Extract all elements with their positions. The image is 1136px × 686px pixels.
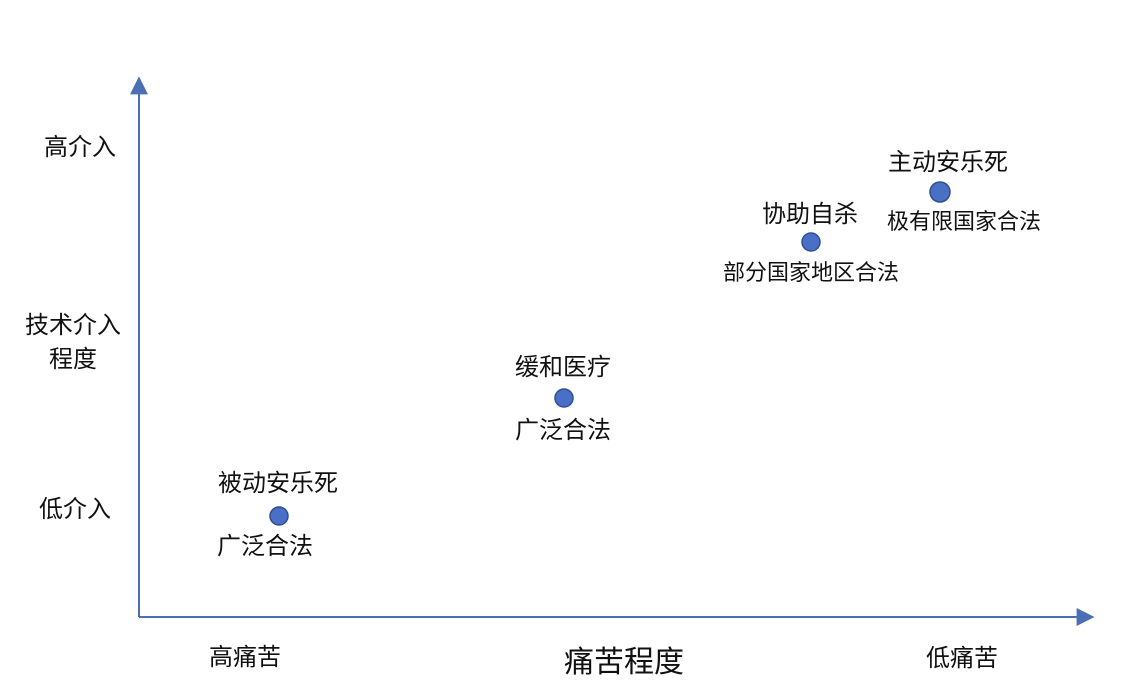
y-axis-title-line2: 程度 [49,345,97,373]
point-status-active-euthanasia: 极有限国家合法 [886,210,1042,235]
y-axis-title: 技术介入 程度 [25,308,121,376]
point-status-assisted-suicide: 部分国家地区合法 [722,261,900,286]
y-axis-title-line1: 技术介入 [25,311,121,339]
point-label-assisted-suicide: 协助自杀 [762,200,858,228]
x-tick-left: 高痛苦 [209,643,281,671]
point-passive-euthanasia [269,506,289,526]
x-axis-title: 痛苦程度 [564,645,684,680]
point-active-euthanasia [929,181,951,203]
point-status-palliative-care: 广泛合法 [515,416,611,444]
point-label-passive-euthanasia: 被动安乐死 [218,469,338,497]
point-palliative-care [554,388,574,408]
point-label-palliative-care: 缓和医疗 [515,353,611,381]
point-label-active-euthanasia: 主动安乐死 [888,148,1008,176]
point-assisted-suicide [801,232,821,252]
y-tick-high: 高介入 [44,133,116,161]
y-tick-low: 低介入 [39,495,111,523]
x-tick-right: 低痛苦 [926,644,998,672]
point-status-passive-euthanasia: 广泛合法 [217,532,313,560]
